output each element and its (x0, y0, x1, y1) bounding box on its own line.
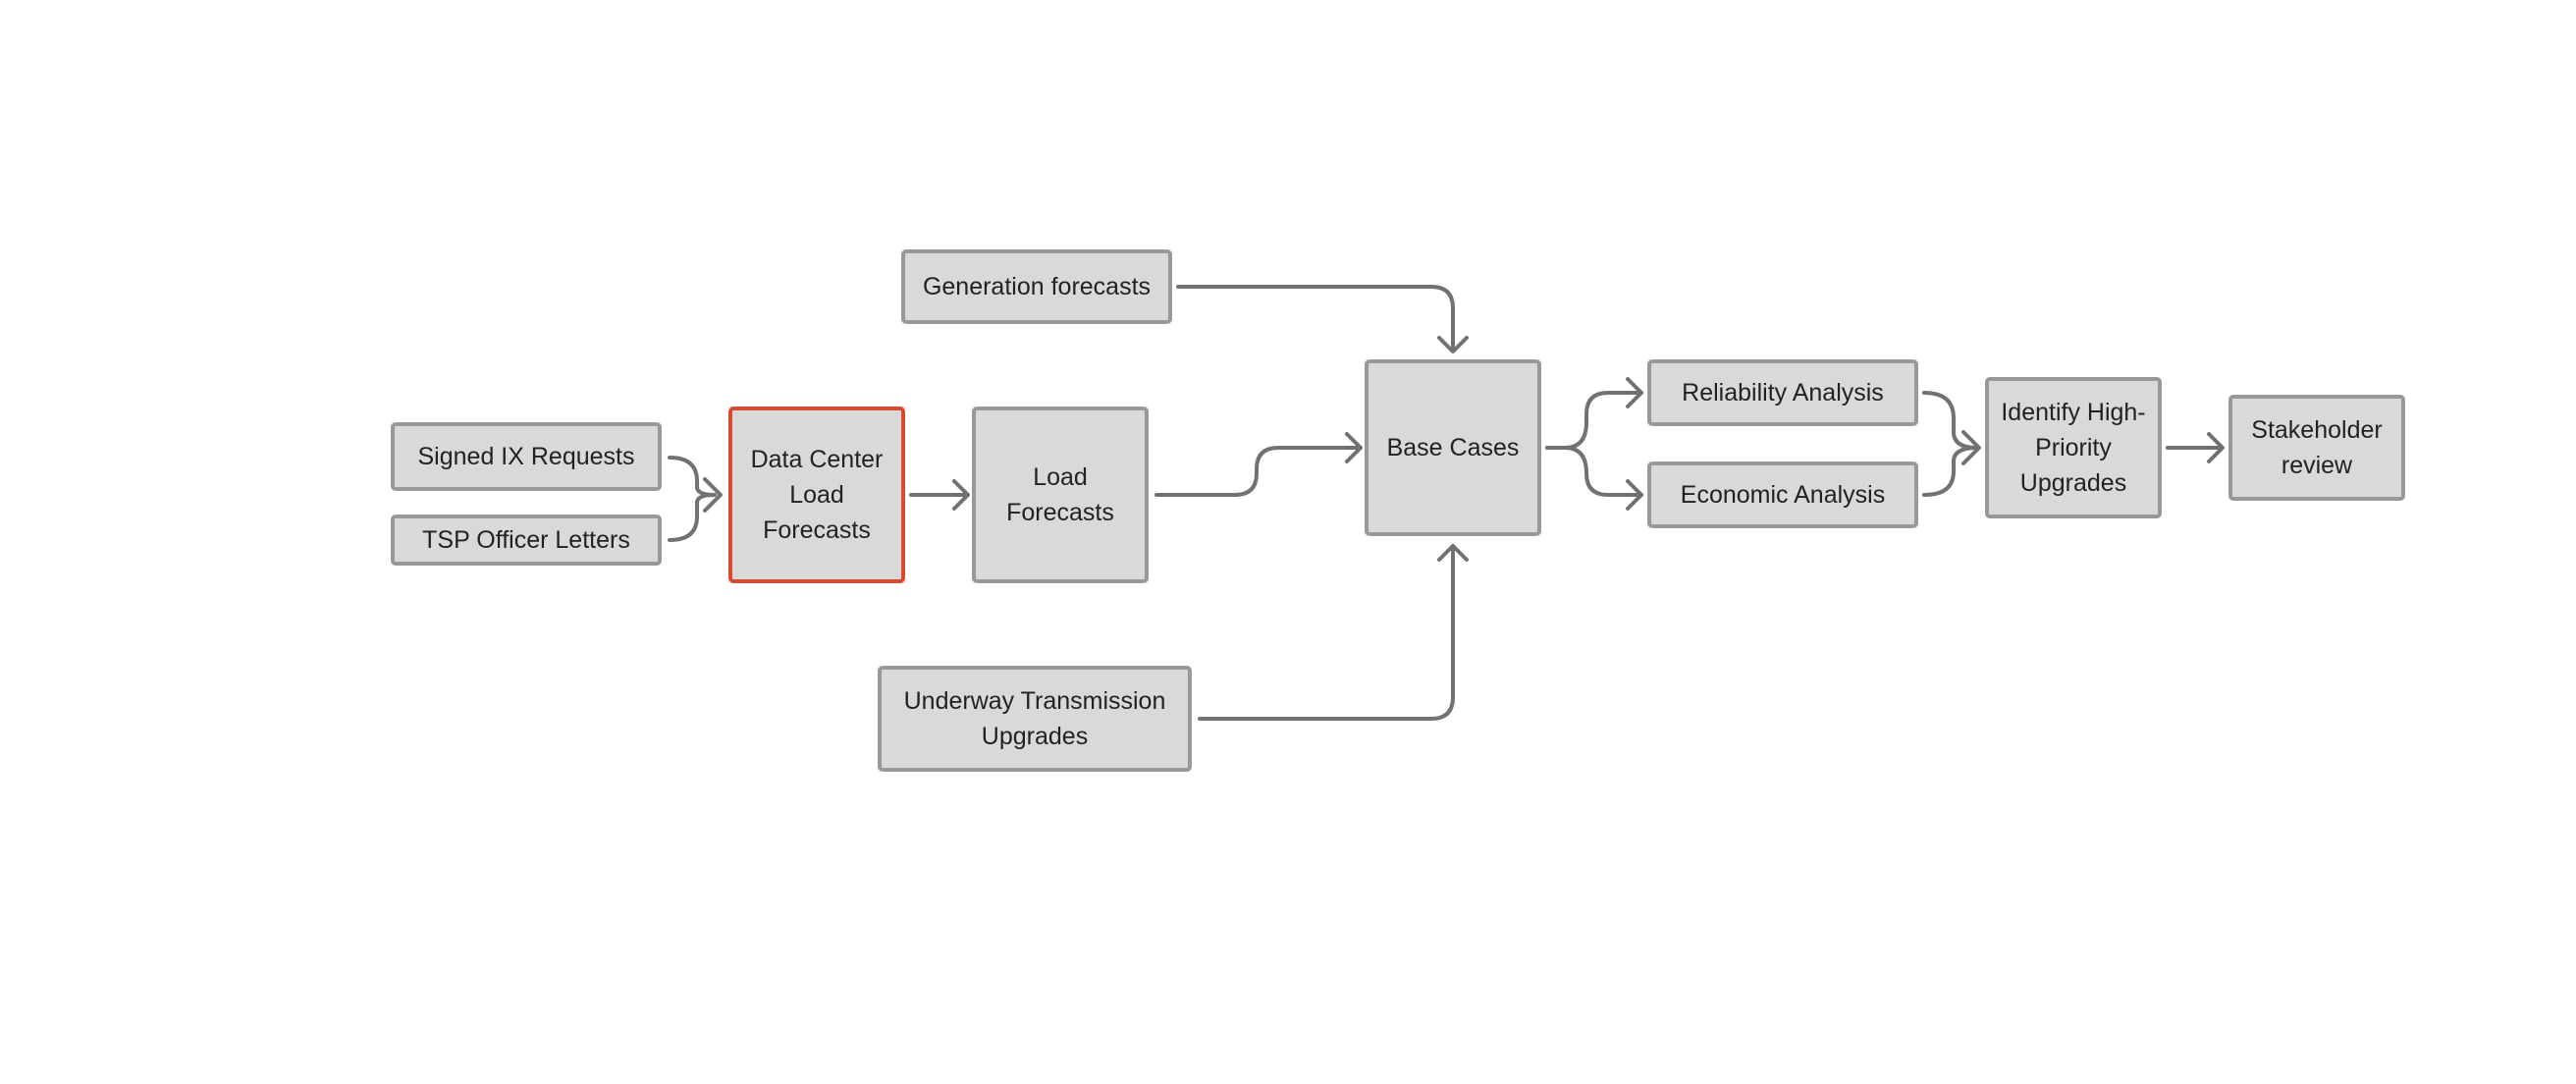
edge-reliability-to-identify (1922, 391, 1979, 450)
edge-base-cases-to-reliability (1545, 391, 1643, 450)
arrowhead-stakeholder (2207, 432, 2225, 463)
arrowhead-base-cases-top (1437, 336, 1469, 353)
edge-underway-to-base-cases (1198, 544, 1455, 721)
edge-generation-to-base-cases (1176, 285, 1455, 352)
edge-load-to-base-cases (1154, 446, 1361, 497)
node-label: Underway Transmission Upgrades (903, 687, 1166, 750)
node-signed-ix-requests: Signed IX Requests (391, 422, 662, 491)
edge-economic-to-identify (1922, 446, 1979, 497)
edge-base-cases-to-economic (1545, 446, 1643, 497)
arrowhead-base-cases-bottom (1437, 544, 1469, 562)
arrowhead-identify (1961, 430, 1981, 465)
node-identify-high-priority-upgrades: Identify High-Priority Upgrades (1985, 377, 2162, 518)
node-label: Base Cases (1386, 434, 1520, 461)
node-label: Generation forecasts (922, 273, 1152, 300)
arrowhead-reliability (1626, 377, 1643, 408)
node-data-center-load-forecasts: Data Center Load Forecasts (728, 406, 905, 583)
node-tsp-officer-letters: TSP Officer Letters (391, 515, 662, 566)
node-label: Identify High-Priority Upgrades (2001, 399, 2146, 497)
arrowhead-dc-load (703, 477, 723, 513)
node-label: Stakeholder review (2251, 416, 2383, 479)
edge-tsp-to-dc-load (668, 493, 717, 542)
node-label: Load Forecasts (1006, 463, 1114, 526)
node-stakeholder-review: Stakeholder review (2228, 395, 2405, 501)
arrowhead-economic (1626, 479, 1643, 511)
node-economic-analysis: Economic Analysis (1647, 461, 1918, 528)
node-reliability-analysis: Reliability Analysis (1647, 359, 1918, 426)
node-label: Reliability Analysis (1682, 379, 1884, 406)
edge-signed-ix-to-dc-load (668, 456, 717, 497)
node-label: Signed IX Requests (417, 443, 635, 470)
node-label: Economic Analysis (1680, 481, 1886, 509)
arrowhead-base-cases-left (1345, 432, 1363, 463)
node-label: TSP Officer Letters (422, 526, 630, 554)
node-load-forecasts: Load Forecasts (972, 406, 1149, 583)
node-base-cases: Base Cases (1365, 359, 1541, 536)
node-generation-forecasts: Generation forecasts (901, 249, 1172, 324)
node-label: Data Center Load Forecasts (750, 446, 884, 544)
arrowhead-load (952, 479, 970, 511)
node-underway-transmission-upgrades: Underway Transmission Upgrades (878, 666, 1192, 772)
